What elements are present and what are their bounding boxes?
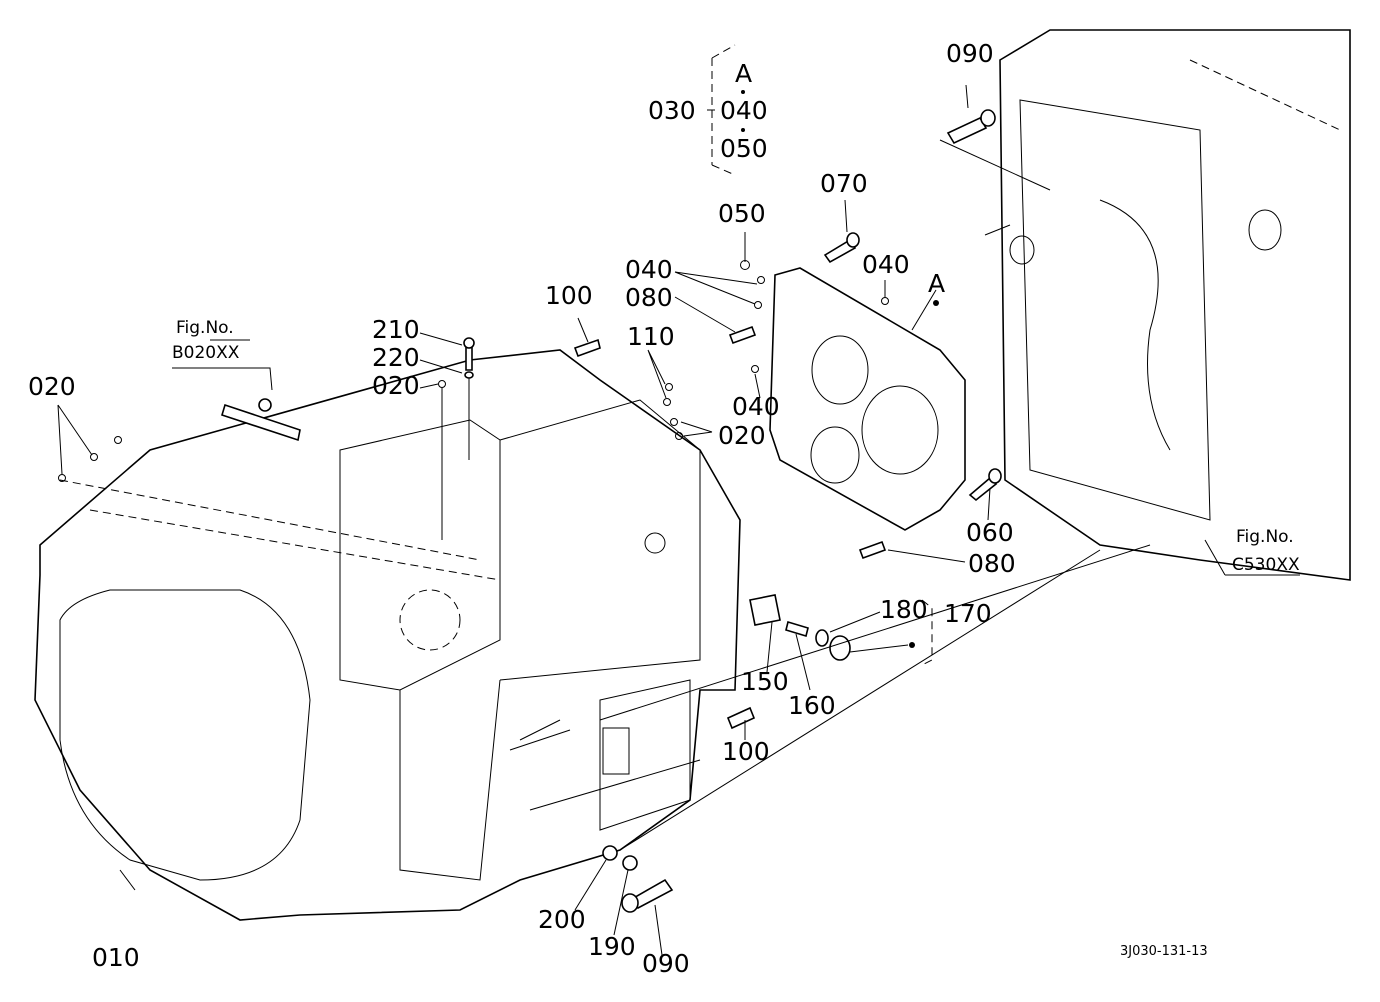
label-110: 110 bbox=[627, 322, 675, 351]
label-080-top: 080 bbox=[625, 283, 673, 312]
fig-ref-code-1: B020XX bbox=[172, 343, 240, 363]
callout-labels: 020 010 210 220 020 100 040 080 110 050 … bbox=[28, 39, 1300, 978]
label-set-member-040: 040 bbox=[720, 96, 768, 125]
washer-200 bbox=[602, 845, 618, 861]
label-set-member-050: 050 bbox=[720, 134, 768, 163]
sensor-b020 bbox=[221, 398, 301, 442]
transmission-housing bbox=[34, 349, 741, 921]
washer-220 bbox=[464, 371, 474, 379]
label-100-bot: 100 bbox=[722, 737, 770, 766]
oring-180 bbox=[815, 629, 829, 647]
bolt-070 bbox=[823, 232, 860, 264]
label-010: 010 bbox=[92, 943, 140, 972]
label-160: 160 bbox=[788, 691, 836, 720]
label-020-mid: 020 bbox=[372, 371, 420, 400]
drawing-code: 3J030-131-13 bbox=[1120, 944, 1208, 959]
bolt-210 bbox=[463, 337, 475, 371]
label-150: 150 bbox=[741, 667, 789, 696]
label-070: 070 bbox=[820, 169, 868, 198]
label-170: 170 bbox=[944, 599, 992, 628]
plug-170 bbox=[829, 635, 851, 661]
label-100-top: 100 bbox=[545, 281, 593, 310]
label-080-bot: 080 bbox=[968, 549, 1016, 578]
pin-080-bot bbox=[858, 540, 887, 560]
label-220: 220 bbox=[372, 343, 420, 372]
bolt-060 bbox=[968, 468, 1002, 502]
label-060: 060 bbox=[966, 518, 1014, 547]
bolt-090-bot bbox=[621, 878, 674, 913]
nut-190 bbox=[622, 855, 638, 871]
pin-100-top bbox=[573, 338, 601, 358]
cover-plate bbox=[769, 267, 966, 531]
label-050: 050 bbox=[718, 199, 766, 228]
bolt-090-top bbox=[946, 109, 996, 145]
spring-160 bbox=[785, 620, 809, 638]
label-020-left: 020 bbox=[28, 372, 76, 401]
label-090-top: 090 bbox=[946, 39, 994, 68]
label-210: 210 bbox=[372, 315, 420, 344]
pin-080-top bbox=[728, 325, 757, 345]
fig-ref-label-2: Fig.No. bbox=[1236, 527, 1294, 547]
ball-markers bbox=[58, 90, 939, 648]
label-090-bot: 090 bbox=[642, 949, 690, 978]
label-200: 200 bbox=[538, 905, 586, 934]
label-020-right: 020 bbox=[718, 421, 766, 450]
label-030: 030 bbox=[648, 96, 696, 125]
pin-100-bot bbox=[726, 706, 756, 730]
label-190: 190 bbox=[588, 932, 636, 961]
leader-lines bbox=[57, 44, 1300, 956]
label-set-member-A: A bbox=[735, 59, 752, 88]
label-040-c: 040 bbox=[732, 392, 780, 421]
fig-ref-label-1: Fig.No. bbox=[176, 318, 234, 338]
label-A: A bbox=[928, 269, 945, 298]
fig-ref-code-2: C530XX bbox=[1232, 555, 1300, 575]
label-040-a: 040 bbox=[625, 255, 673, 284]
sleeve-150 bbox=[749, 594, 781, 626]
label-180: 180 bbox=[880, 595, 928, 624]
label-040-b: 040 bbox=[862, 250, 910, 279]
rear-housing bbox=[999, 29, 1351, 581]
